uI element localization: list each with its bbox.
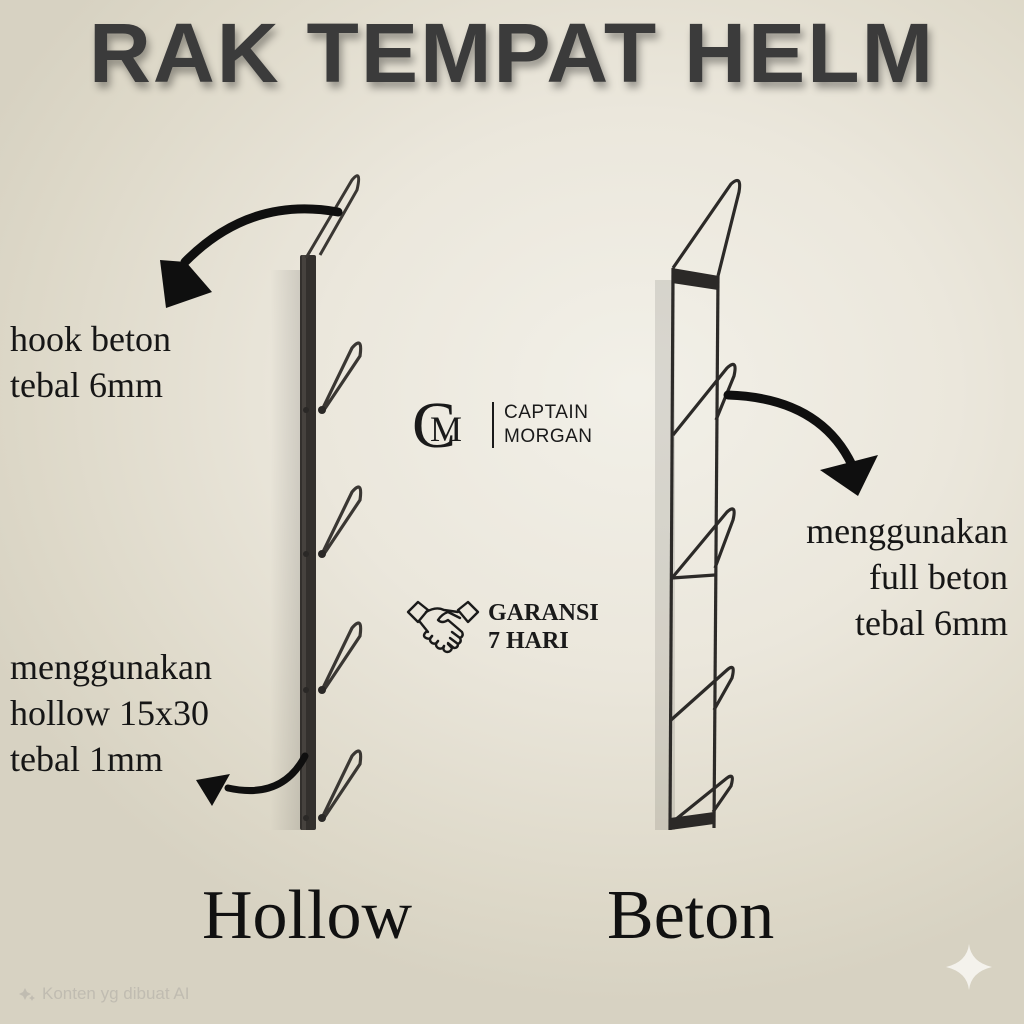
handshake-icon <box>406 600 480 654</box>
page-title: RAK TEMPAT HELM <box>88 6 936 100</box>
annotation-line: hollow 15x30 <box>10 693 210 733</box>
ai-sparkle-icon <box>19 988 35 1001</box>
watermark-text: Konten yg dibuat AI <box>42 984 190 1003</box>
brand-logo: C M CAPTAIN MORGAN <box>412 389 593 462</box>
sparkle-icon <box>946 944 992 990</box>
annotation-line: hook beton <box>10 319 171 359</box>
hollow-annotation: menggunakan hollow 15x30 tebal 1mm <box>10 644 212 782</box>
beton-variant-label: Beton <box>607 877 775 954</box>
annotation-line: tebal 1mm <box>10 739 163 779</box>
warranty-line1: GARANSI <box>488 600 599 626</box>
cm-monogram-logo-icon: C M <box>412 389 482 462</box>
warranty-badge: GARANSI 7 HARI <box>404 598 599 656</box>
annotation-line: tebal 6mm <box>855 603 1008 643</box>
warranty-text: GARANSI 7 HARI <box>488 599 599 655</box>
annotation-line: tebal 6mm <box>10 365 163 405</box>
hook-annotation: hook beton tebal 6mm <box>10 316 171 408</box>
annotation-line: menggunakan <box>806 511 1008 551</box>
brand-name-line1: CAPTAIN <box>504 402 589 423</box>
annotation-line: full beton <box>869 557 1008 597</box>
monogram-m: M <box>430 409 463 449</box>
annotation-line: menggunakan <box>10 647 212 687</box>
hollow-variant-label: Hollow <box>202 877 412 954</box>
brand-name-line2: MORGAN <box>504 426 593 447</box>
warranty-line2: 7 HARI <box>488 628 569 654</box>
ai-watermark: Konten yg dibuat AI <box>19 984 190 1004</box>
brand-divider <box>492 402 494 448</box>
brand-name: CAPTAIN MORGAN <box>504 401 593 449</box>
monogram-c: C <box>412 389 457 462</box>
beton-annotation: menggunakan full beton tebal 6mm <box>806 508 1008 646</box>
